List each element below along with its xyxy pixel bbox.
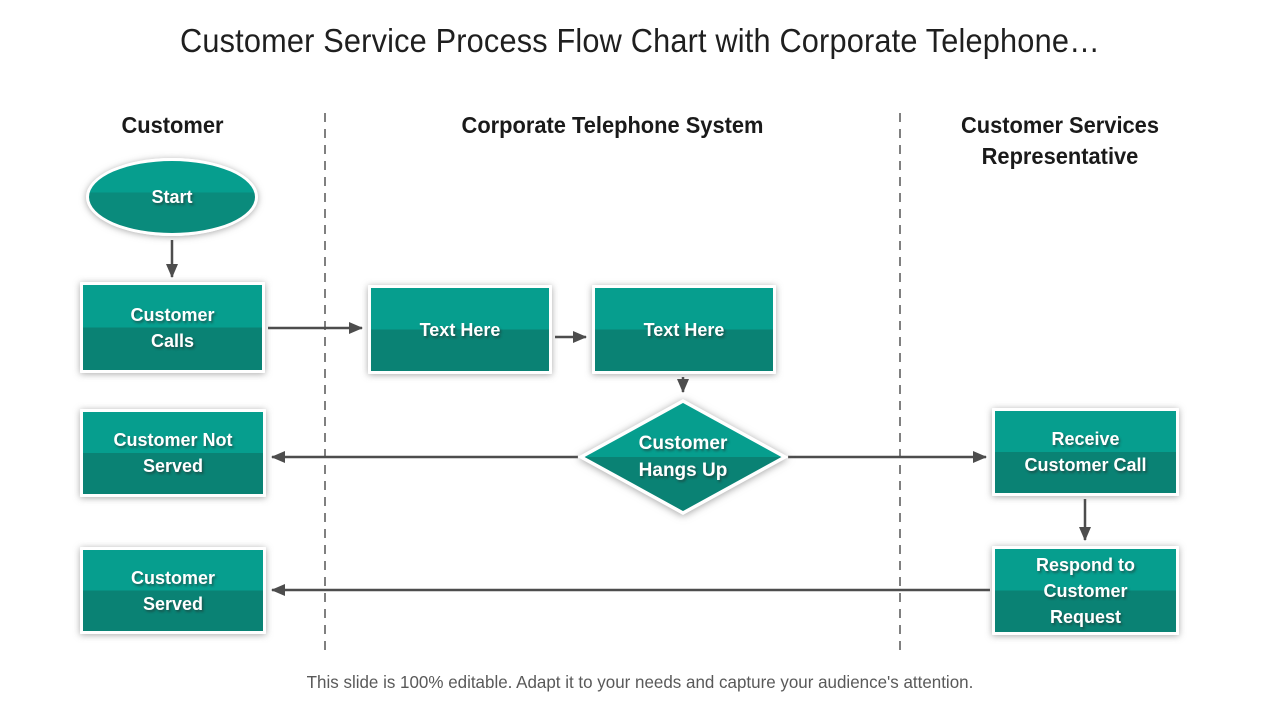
node-customer-calls-label: Customer Calls [130,304,215,351]
node-receive-customer-call-label: Receive Customer Call [1024,429,1147,475]
node-text-here-2-label: Text Here [643,319,725,340]
lane-header-corporate-telephone-system: Corporate Telephone System [461,112,764,138]
editable-note: This slide is 100% editable. Adapt it to… [306,672,974,692]
node-respond-to-customer-request-label: Respond to Customer Request [1036,554,1135,627]
node-receive-customer-call[interactable]: Receive Customer Call [992,408,1179,496]
diamond-shape [577,399,789,515]
node-respond-to-customer-request[interactable]: Respond to Customer Request [992,546,1179,635]
page-title: Customer Service Process Flow Chart with… [180,22,1100,59]
node-customer-hangs-up[interactable]: Customer Hangs Up [574,394,792,520]
node-customer-not-served-label: Customer Not Served [113,430,233,476]
node-text-here-1-label: Text Here [419,319,501,340]
node-customer-served-label: Customer Served [130,567,215,614]
node-text-here-2[interactable]: Text Here [592,285,776,374]
node-customer-not-served[interactable]: Customer Not Served [80,409,266,497]
node-text-here-1[interactable]: Text Here [368,285,552,374]
node-customer-calls[interactable]: Customer Calls [80,282,265,373]
lane-header-customer-services-representative: Customer Services Representative [961,112,1159,169]
node-start-label: Start [151,187,193,207]
node-customer-served[interactable]: Customer Served [80,547,266,634]
node-customer-hangs-up-label: Customer Hangs Up [638,433,728,481]
node-start[interactable]: Start [86,158,258,236]
lane-header-customer: Customer [121,112,224,138]
